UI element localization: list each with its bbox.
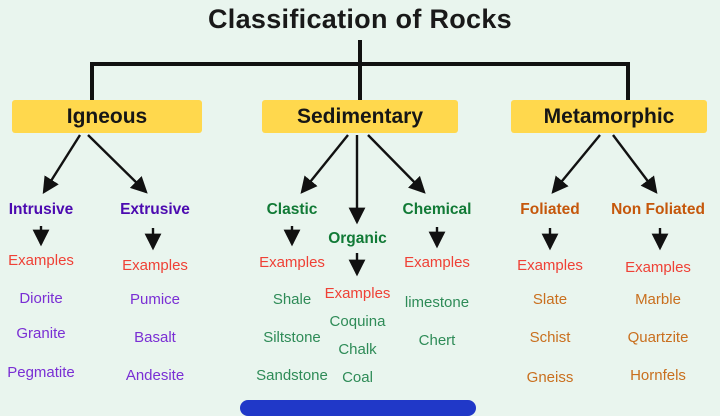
igneous-branch-arrows [42,134,148,195]
example-item: Quartzite [627,329,689,346]
examples-label: Examples [404,254,470,271]
subtype-header: Extrusive [120,201,190,218]
category-metamorphic: Metamorphic [511,100,707,133]
subtype-header: Foliated [520,201,580,218]
category-sedimentary: Sedimentary [262,100,458,133]
example-item: Andesite [125,367,185,384]
example-item: Gneiss [526,369,574,386]
diagram-title: Classification of Rocks [208,4,512,34]
bottom-bar [240,400,476,416]
examples-label: Examples [324,285,391,302]
metamorphic-branch-arrows [551,134,658,194]
examples-label: Examples [259,254,325,271]
example-item: Shale [272,291,312,308]
example-item: Slate [532,291,568,308]
example-item: limestone [404,294,470,311]
examples-label: Examples [8,252,74,269]
example-item: Hornfels [630,367,686,384]
example-item: Marble [635,291,681,308]
subtype-header: Chemical [402,201,472,218]
example-item: Coal [342,369,373,386]
sedimentary-branch-arrows [300,134,426,225]
examples-arrows [32,226,669,277]
subtype-header: Clastic [266,201,318,218]
examples-label: Examples [122,257,188,274]
example-item: Coquina [329,313,386,330]
example-item: Siltstone [263,329,321,346]
example-item: Chert [418,332,456,349]
subtype-header: Intrusive [8,201,74,218]
subtype-header: Non Foliated [611,201,705,218]
example-item: Basalt [134,329,176,346]
example-item: Chalk [338,341,377,358]
example-item: Pumice [129,291,181,308]
example-item: Schist [529,329,571,346]
subtype-header: Organic [328,230,387,247]
examples-label: Examples [517,257,583,274]
example-item: Sandstone [256,367,328,384]
examples-label: Examples [625,259,691,276]
example-item: Pegmatite [7,364,75,381]
category-igneous: Igneous [12,100,202,133]
example-item: Granite [16,325,66,342]
trunk-lines [90,40,630,100]
example-item: Diorite [19,290,63,307]
